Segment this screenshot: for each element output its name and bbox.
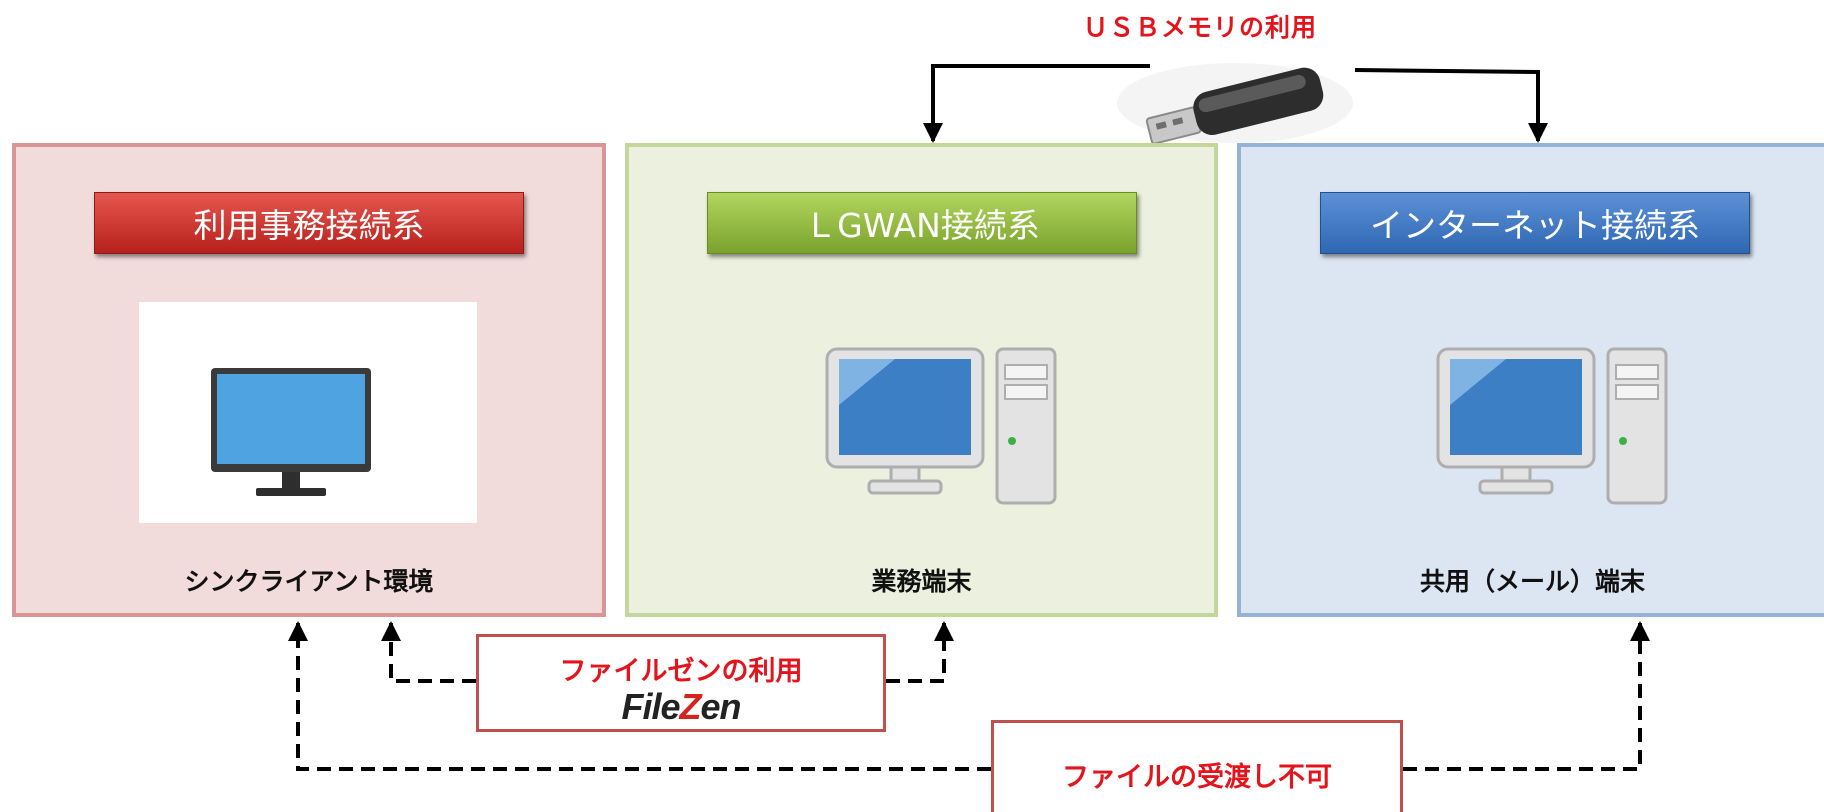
zone-title: ＬGWAN接続系 (707, 192, 1137, 254)
no-file-transfer-callout: ファイルの受渡し不可 (991, 720, 1403, 812)
usb-flash-drive-icon (1117, 63, 1353, 145)
usb-label: ＵＳＢメモリの利用 (1082, 13, 1317, 42)
filezen-arrow-left (381, 621, 476, 683)
usb-arrow-right (1354, 68, 1548, 143)
filezen-callout-text: ファイルゼンの利用 (559, 656, 803, 687)
device-label: シンクライアント環境 (184, 567, 434, 596)
zone-lgwan-admin-area: 利用事務接続系 シンクライアント環境 (12, 143, 606, 617)
no-file-transfer-text: ファイルの受渡し不可 (1062, 762, 1332, 793)
usb-arrow-left (923, 64, 1150, 143)
device-label: 共用（メール）端末 (1419, 567, 1645, 596)
desktop-pc-icon (1436, 347, 1668, 505)
zone-title: 利用事務接続系 (94, 192, 524, 254)
zone-internet-connection: インターネット接続系 共用（メール）端末 (1237, 143, 1824, 617)
desktop-pc-icon (825, 347, 1057, 505)
zone-title: インターネット接続系 (1320, 192, 1750, 254)
nofile-arrow-right (1403, 621, 1650, 771)
device-label: 業務端末 (871, 567, 972, 596)
filezen-arrow-right (886, 621, 954, 683)
filezen-callout: ファイルゼンの利用 FileZen (476, 634, 886, 732)
zone-lgwan-connection: ＬGWAN接続系 業務端末 (625, 143, 1218, 617)
filezen-logo: FileZen (621, 686, 741, 727)
monitor-icon (139, 302, 477, 523)
nofile-arrow-left (288, 621, 991, 771)
